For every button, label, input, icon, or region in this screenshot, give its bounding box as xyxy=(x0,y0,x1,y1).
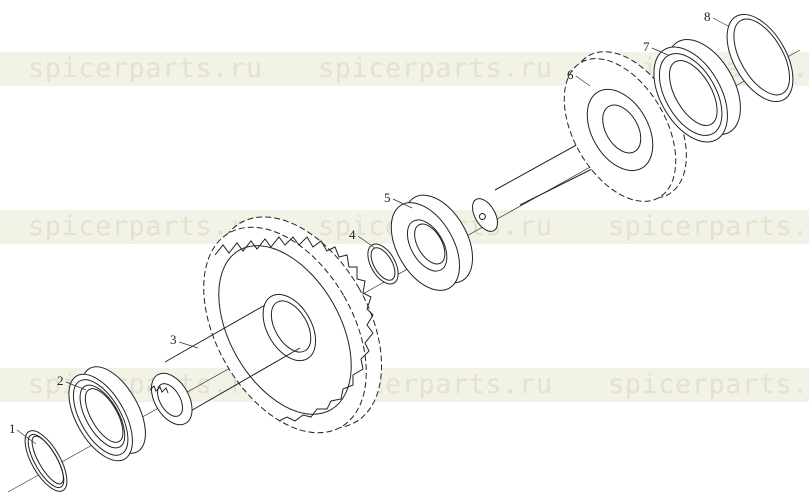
leader-line-8 xyxy=(712,17,729,27)
part-5-ring xyxy=(390,194,474,291)
callout-5: 5 xyxy=(384,190,391,205)
part-1-snap-ring xyxy=(24,430,68,492)
part-7-ball-bearing xyxy=(653,39,741,143)
part-4-snap-ring xyxy=(367,243,399,285)
callout-3: 3 xyxy=(170,332,177,347)
leader-line-4 xyxy=(357,235,376,249)
leader-line-7 xyxy=(651,47,669,56)
leader-line-5 xyxy=(392,198,413,209)
watermark-text: spicerparts.ru xyxy=(608,369,809,400)
callout-8: 8 xyxy=(704,9,711,24)
part-3-shaft xyxy=(149,304,301,426)
callout-2: 2 xyxy=(57,373,64,388)
leader-line-1 xyxy=(16,429,37,445)
callout-4: 4 xyxy=(349,227,356,242)
watermark-text: spicerparts.ru xyxy=(608,211,809,242)
callout-6: 6 xyxy=(567,67,574,82)
watermark-text: spicerparts.ru xyxy=(28,53,263,84)
callout-7: 7 xyxy=(643,39,650,54)
part-3-large-gear xyxy=(203,216,383,434)
watermark-text: spicerparts.ru xyxy=(318,53,553,84)
part-2-ball-bearing xyxy=(68,366,146,462)
watermark-text: spicerparts.ru xyxy=(28,369,263,400)
callout-1: 1 xyxy=(9,421,16,436)
watermark-text: spicerparts.ru xyxy=(28,211,263,242)
leader-line-2 xyxy=(65,381,87,391)
part-8-retaining-ring xyxy=(726,13,794,103)
leader-line-3 xyxy=(178,341,199,349)
leader-line-6 xyxy=(575,75,591,87)
